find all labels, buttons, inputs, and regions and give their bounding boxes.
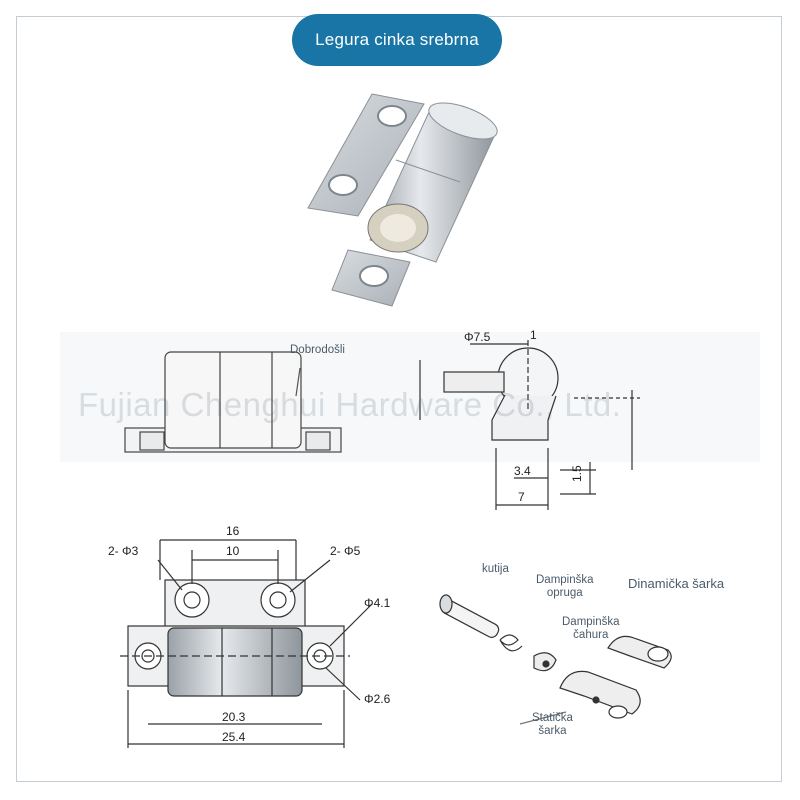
part-spring-label: Dampinška opruga [536,574,594,599]
end-view-dim-1-5: 1.5 [570,465,584,482]
exploded-view-drawing [439,594,672,725]
company-watermark: Fujian Chenghui Hardware Co., Ltd. [78,386,622,423]
end-view-dim-7: 7 [518,490,525,504]
end-view-diameter: Φ7.5 [464,330,491,344]
part-static-hinge-label: Statička šarka [532,712,573,737]
part-dynamic-hinge-label: Dinamička šarka [628,576,725,591]
span-inner-dim: 10 [226,544,240,558]
hole-callout-right: 2- Φ5 [330,544,361,558]
span-outer-dim: 16 [226,524,240,538]
material-title-badge: Legura cinka srebrna [292,14,502,66]
side-view-callout: Dobrodošli [290,344,345,356]
part-pin-label: kutija [482,563,509,575]
part-sleeve-label: Dampinška čahura [562,616,620,641]
length-outer-dim: 25.4 [222,730,246,744]
length-inner-dim: 20.3 [222,710,246,724]
end-view-drawing [419,340,640,510]
diameter-large-dim: Φ4.1 [364,596,391,610]
top-view-drawing [120,539,373,748]
side-view-drawing [124,351,342,453]
end-view-dim-3-4: 3.4 [514,464,531,478]
material-title: Legura cinka srebrna [315,30,479,49]
diameter-small-dim: Φ2.6 [364,692,391,706]
end-view-mark: 1 [530,328,537,342]
hole-callout-left: 2- Φ3 [108,544,139,558]
hinge-product-photo [307,93,498,307]
